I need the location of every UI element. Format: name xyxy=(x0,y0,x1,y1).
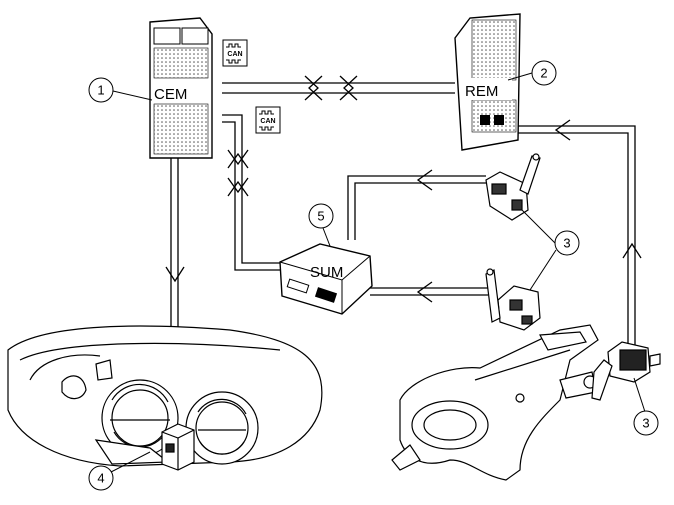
can-badge-text: CAN xyxy=(227,51,242,58)
callout-3-rear: 3 xyxy=(633,410,659,436)
callout-leaders xyxy=(110,72,647,473)
link-sensor-lower-sum xyxy=(370,281,488,303)
rear-suspension-arm xyxy=(391,324,599,481)
link-sensor-upper-sum xyxy=(347,169,486,240)
callout-5-number: 5 xyxy=(317,209,324,224)
callout-5: 5 xyxy=(308,203,334,229)
callout-3-number: 3 xyxy=(563,236,570,251)
sum-module: SUM xyxy=(279,243,373,315)
headlamp-unit xyxy=(7,325,323,467)
can-bus-badge-2: CAN xyxy=(255,106,281,134)
sum-label: SUM xyxy=(310,264,343,281)
can-badge-text: CAN xyxy=(260,118,275,125)
cem-module: CEM xyxy=(149,17,213,159)
callout-1: 1 xyxy=(88,77,114,103)
callout-4: 4 xyxy=(88,465,114,491)
can-link-cem-sum xyxy=(222,114,290,271)
level-sensor-lower xyxy=(485,268,541,331)
headlamp-levelling-motor xyxy=(161,423,195,471)
rem-module: REM xyxy=(454,13,521,151)
rem-label: REM xyxy=(465,83,498,100)
cem-label: CEM xyxy=(154,86,187,103)
callout-3-upper: 3 xyxy=(554,230,580,256)
callout-3-rear-number: 3 xyxy=(642,416,649,431)
level-sensor-rear xyxy=(591,341,661,401)
callout-2: 2 xyxy=(531,60,557,86)
can-bus-badge-1: CAN xyxy=(222,39,248,67)
link-rear-sensor-rem xyxy=(510,119,642,345)
callout-1-number: 1 xyxy=(97,83,104,98)
can-link-cem-rem xyxy=(222,75,455,101)
level-sensor-upper xyxy=(485,153,541,221)
callout-4-number: 4 xyxy=(97,471,104,486)
callout-2-number: 2 xyxy=(540,66,547,81)
